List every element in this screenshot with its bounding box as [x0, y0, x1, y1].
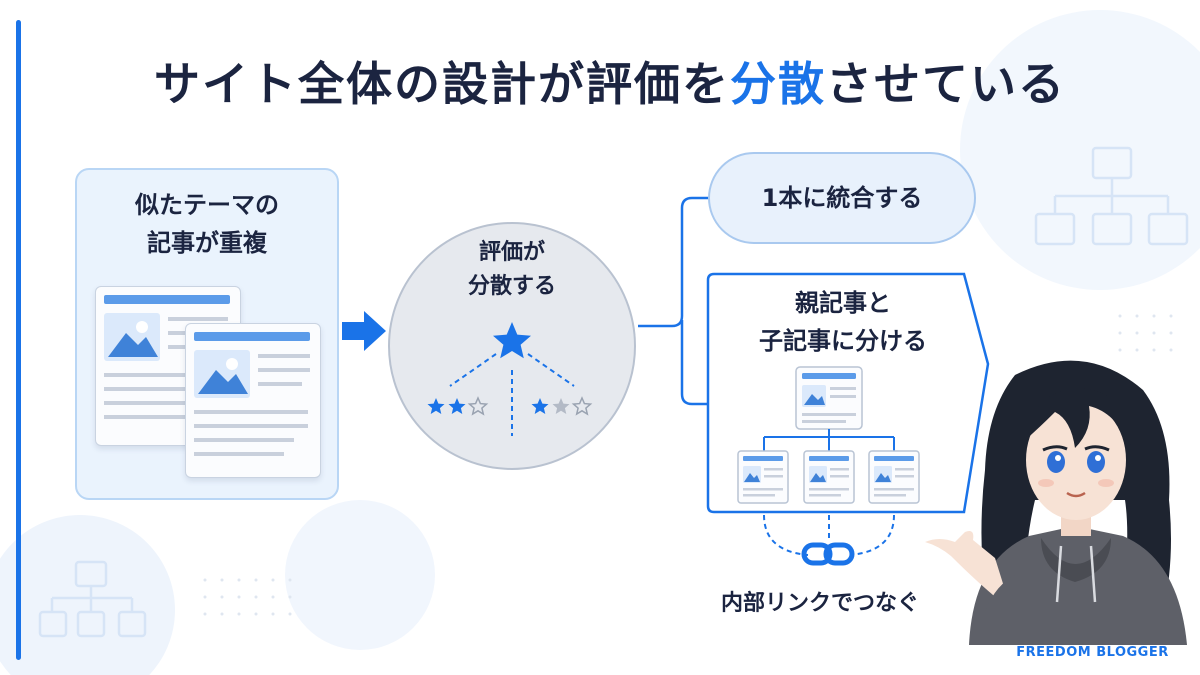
sitemap-icon: [38, 560, 147, 638]
parent-child-tree: [737, 366, 920, 566]
title-before: サイト全体の設計が評価を: [154, 57, 730, 111]
branch-connector: [638, 196, 710, 406]
duplicate-line-2: 記事が重複: [147, 229, 267, 257]
title-accent: 分散: [730, 57, 826, 111]
image-icon: [810, 473, 826, 482]
page-title: サイト全体の設計が評価を分散させている: [40, 48, 1180, 114]
star-icon: [493, 322, 531, 359]
title-after: させている: [826, 57, 1066, 111]
arrow-right-icon: [342, 311, 386, 351]
rating-split-illustration: [427, 322, 593, 436]
sitemap-icon: [1034, 146, 1189, 246]
rating-two-of-three-left: [427, 396, 489, 416]
parent-article-card: [795, 366, 863, 430]
merge-option-label: 1本に統合する: [761, 184, 923, 212]
image-icon: [875, 473, 891, 482]
document-illustration: [104, 295, 230, 419]
center-line-1: 評価が: [478, 240, 545, 265]
split-line-1: 親記事と: [795, 289, 891, 317]
duplicate-line-1: 似たテーマの: [135, 191, 279, 219]
article-document-front: [185, 323, 321, 478]
rating-two-of-three-right: [531, 396, 593, 416]
child-article-card: [803, 450, 855, 504]
mascot-girl-illustration: [925, 360, 1187, 645]
split-line-2: 子記事に分ける: [759, 327, 927, 355]
center-line-2: 分散する: [467, 274, 556, 299]
image-icon: [804, 394, 825, 405]
image-icon: [108, 321, 158, 357]
child-article-card: [737, 450, 789, 504]
left-accent-rule: [16, 20, 21, 660]
split-option-label: 親記事と 子記事に分ける: [708, 284, 978, 360]
brand-label: FREEDOM BLOGGER: [1016, 645, 1169, 660]
document-illustration: [194, 332, 310, 456]
child-article-card: [868, 450, 920, 504]
link-chain-icon: [801, 542, 855, 566]
internal-link-label: 内部リンクでつなぐ: [720, 591, 919, 616]
image-icon: [744, 473, 760, 482]
duplicate-articles-label: 似たテーマの 記事が重複: [75, 186, 339, 262]
image-icon: [198, 358, 248, 394]
merge-option-box: 1本に統合する: [708, 152, 976, 244]
diffused-rating-label: 評価が 分散する: [388, 236, 636, 304]
